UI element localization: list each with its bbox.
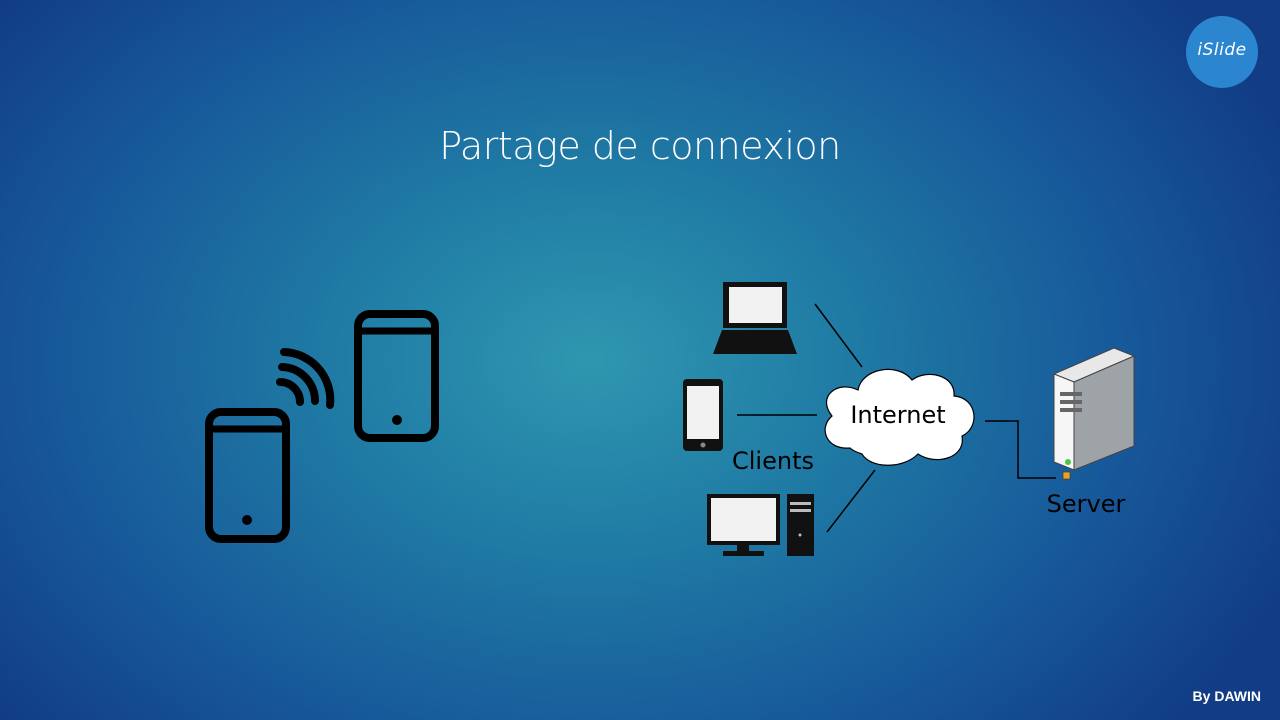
phone-icon	[354, 310, 439, 442]
phone-icon	[205, 408, 290, 543]
server-icon	[1052, 347, 1136, 480]
cloud-label: Internet	[850, 401, 945, 429]
laptop-icon	[713, 282, 797, 354]
smartphone-icon	[683, 379, 723, 451]
cloud-icon	[824, 368, 975, 466]
desktop-connector	[826, 469, 876, 533]
clients-label: Clients	[732, 447, 814, 475]
desktop-computer-icon	[707, 494, 814, 556]
laptop-connector	[814, 303, 863, 368]
slide-title: Partage de connexion	[439, 124, 841, 168]
server-connector	[985, 420, 1056, 479]
network-diagram	[683, 282, 1136, 556]
islide-logo: iSlide	[1186, 16, 1258, 88]
server-label: Server	[1047, 490, 1126, 518]
footer-credit: By DAWIN	[1192, 688, 1261, 704]
wifi-signal-icon	[276, 348, 335, 409]
logo-text: iSlide	[1197, 40, 1247, 60]
